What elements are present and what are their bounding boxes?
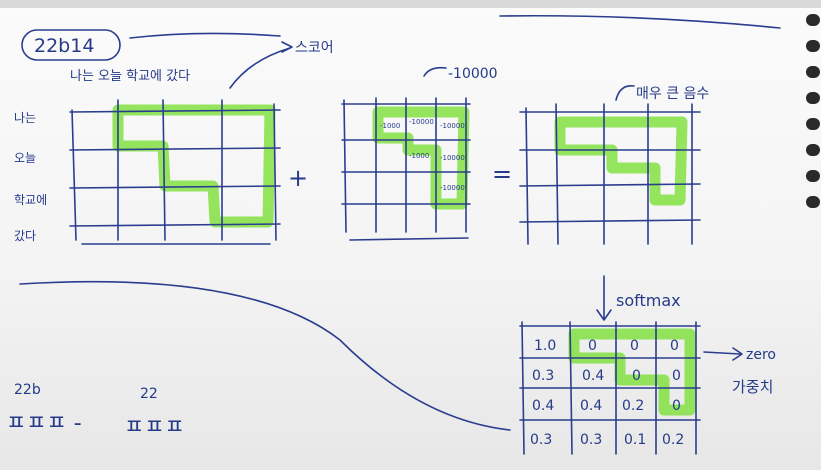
mask-annotation: -10000 <box>448 66 498 82</box>
bottom-left-code: 22b <box>14 382 41 398</box>
row-label-1: 나는 <box>14 111 36 125</box>
mask-cell-2: -10000 <box>409 118 434 126</box>
softmax-cell-r3c2: 0.4 <box>580 398 602 414</box>
mask-cell-4: -1000 <box>409 152 429 160</box>
mask-cell-5: -10000 <box>440 154 465 162</box>
sentence-label: 나는 오늘 학교에 갔다 <box>70 69 190 84</box>
result-annotation: 매우 큰 음수 <box>636 86 709 102</box>
divider-curve <box>19 280 511 431</box>
softmax-cell-r1c2: 0 <box>588 338 597 354</box>
softmax-cell-r2c4: 0 <box>672 368 681 384</box>
mask-cell-3: -10000 <box>440 122 465 130</box>
softmax-cell-r3c1: 0.4 <box>532 398 554 414</box>
row-label-4: 갔다 <box>14 229 36 243</box>
mask-arrow <box>423 66 447 77</box>
spiral-binding <box>806 14 820 208</box>
score-annotation: 스코어 <box>295 40 334 56</box>
result-arrow <box>615 84 635 101</box>
softmax-cell-r1c1: 1.0 <box>534 338 556 354</box>
softmax-cell-r4c4: 0.2 <box>662 432 684 448</box>
masked-grid <box>519 103 701 245</box>
softmax-cell-r3c4: 0 <box>672 398 681 414</box>
softmax-cell-r1c3: 0 <box>630 338 639 354</box>
softmax-values: 1.0 0 0 0 0.3 0.4 0 0 0.4 0.4 0.2 0 0.3 … <box>530 338 684 448</box>
softmax-cell-r4c2: 0.3 <box>580 432 602 448</box>
mask-cell-6: -10000 <box>440 184 465 192</box>
page-top-edge <box>0 0 821 8</box>
score-arrow-head <box>281 41 293 53</box>
softmax-cell-r2c3: 0 <box>632 368 641 384</box>
softmax-label: softmax <box>616 291 681 310</box>
row-label-2: 오늘 <box>14 151 36 165</box>
plus-sign: + <box>288 164 308 192</box>
bottom-mid-marks: ㅍㅍㅍ <box>124 415 185 440</box>
header-underline <box>129 32 281 39</box>
softmax-cell-r1c4: 0 <box>670 338 679 354</box>
page-tag-oval <box>21 29 121 61</box>
mask-cell-1: -1000 <box>380 122 400 130</box>
softmax-cell-r2c1: 0.3 <box>532 368 554 384</box>
page-tag: 22b14 <box>34 35 94 57</box>
equals-sign: = <box>492 160 512 188</box>
weight-label: 가중치 <box>732 378 773 396</box>
softmax-cell-r2c2: 0.4 <box>582 368 604 384</box>
score-grid <box>69 99 281 245</box>
row-label-3: 학교에 <box>14 193 47 207</box>
bottom-mid-code: 22 <box>140 386 158 402</box>
softmax-cell-r3c3: 0.2 <box>622 398 644 414</box>
zero-label: zero <box>746 347 776 363</box>
zero-arrow-head <box>732 347 743 361</box>
softmax-cell-r4c3: 0.1 <box>624 432 646 448</box>
mask-grid <box>341 97 471 241</box>
softmax-grid <box>519 321 701 455</box>
bottom-left-marks: ㅍㅍㅍ - <box>6 411 82 436</box>
score-arrow <box>229 47 291 89</box>
top-right-line <box>499 14 781 29</box>
softmax-cell-r4c1: 0.3 <box>530 432 552 448</box>
zero-arrow <box>703 351 741 355</box>
softmax-arrow-head <box>596 309 612 321</box>
